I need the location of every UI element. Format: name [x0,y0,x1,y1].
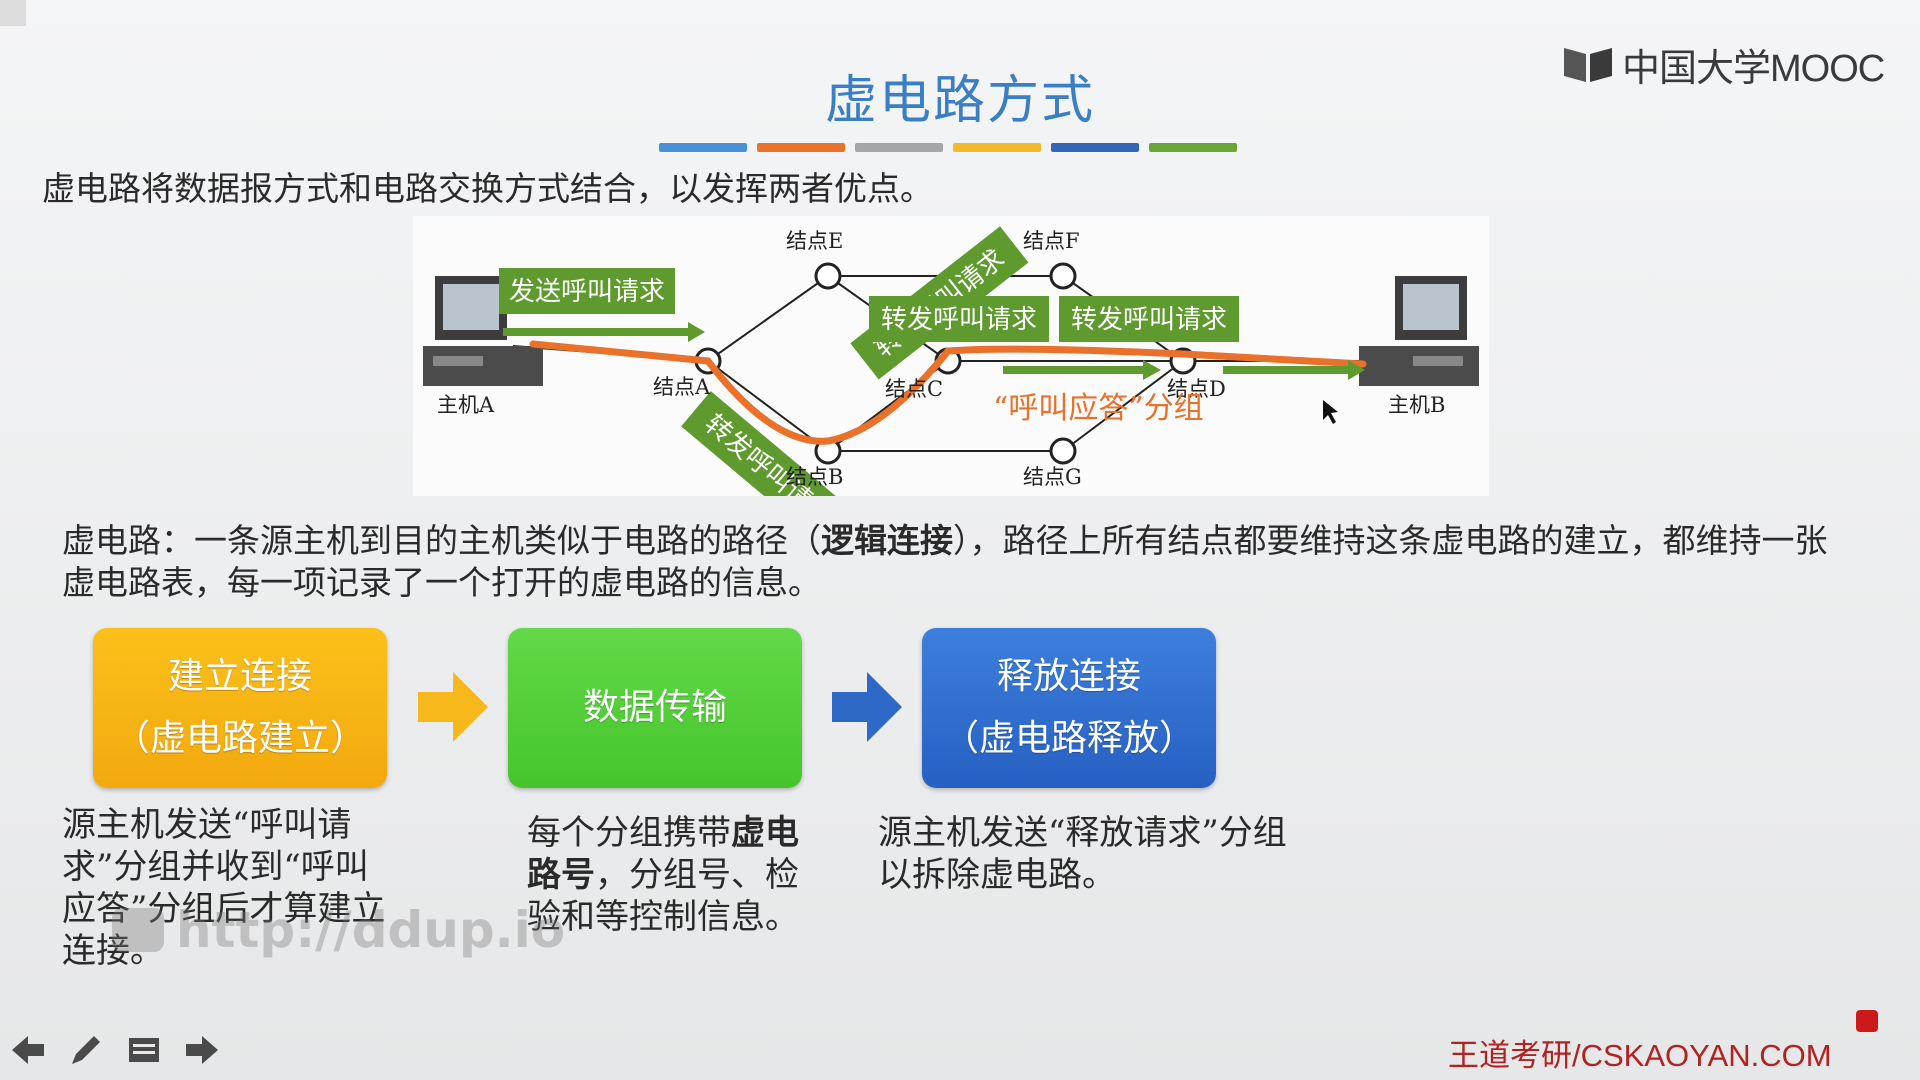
watermark: http://ddup.io [108,900,565,960]
menu-icon[interactable] [126,1032,162,1068]
color-segment [757,143,845,152]
step-title: 数据传输 [582,687,727,728]
arrow-left-icon[interactable] [10,1032,46,1068]
host-a-computer-icon [423,276,543,386]
node-e [814,262,842,290]
host-b-computer-icon [1359,276,1479,386]
color-segment [1149,143,1237,152]
slide-toolbar [10,1032,220,1068]
direction-arrows [503,322,1365,380]
virtual-circuit-path [529,340,1367,445]
node-a-label: 结点A [653,375,711,399]
record-indicator-icon [1856,1010,1878,1032]
step-establish-connection: 建立连接 （虚电路建立） [93,628,387,788]
mooc-logo: 中国大学MOOC [1560,40,1885,90]
node-f [1049,262,1077,290]
corner-indicator [0,0,26,26]
node-e-label: 结点E [786,229,843,253]
host-a-label: 主机A [437,393,495,417]
def-bold-term: 逻辑连接 [821,521,953,560]
watermark-logo-icon [112,908,164,952]
step-title: 释放连接 [996,656,1141,697]
host-b-label: 主机B [1388,393,1445,417]
node-g-label: 结点G [1023,465,1082,489]
node-f-label: 结点F [1023,229,1080,253]
watermark-text: http://ddup.io [176,901,566,959]
pen-icon[interactable] [68,1032,104,1068]
step-subtitle: （虚电路释放） [942,718,1195,759]
color-segment [953,143,1041,152]
label-text: 转发呼叫请求 [881,305,1037,335]
def-suffix: ），路径上所有结点都要维持这条虚电路的建立，都维持一张虚电路表，每一项记录了一个… [62,521,1828,602]
footer-brand: 王道考研/CSKAOYAN.COM [1448,1038,1832,1073]
node-b-label: 结点B [786,465,843,489]
arrow-right-icon [418,672,488,742]
arrow-right-icon[interactable] [184,1032,220,1068]
color-segment [1051,143,1139,152]
step-title: 建立连接 [167,656,312,697]
step-release-connection: 释放连接 （虚电路释放） [922,628,1216,788]
label-text: 发送呼叫请求 [509,277,665,307]
slide-title: 虚电路方式 [824,71,1095,131]
intro-text: 虚电路将数据报方式和电路交换方式结合，以发挥两者优点。 [42,169,933,208]
title-color-bar [659,143,1237,152]
step3-description: 源主机发送“释放请求”分组以拆除虚电路。 [878,813,1287,895]
arrow-right-icon [832,672,902,742]
reply-label: “呼叫应答”分组 [993,391,1204,426]
label-forward-4: 转发呼叫请求 [1059,296,1239,342]
label-text: 转发呼叫请求 [1071,305,1227,335]
mouse-cursor-icon [1323,400,1338,424]
book-logo-icon [1564,48,1612,82]
desc-suffix: ，分组号、检验和等控制信息。 [527,855,799,937]
step-subtitle: （虚电路建立） [113,718,366,759]
node-c-label: 结点C [885,377,943,401]
def-prefix: 虚电路：一条源主机到目的主机类似于电路的路径（ [62,521,821,560]
label-forward-3: 转发呼叫请求 [869,296,1049,342]
node-g [1049,437,1077,465]
step1-description: 源主机发送“呼叫请求”分组并收到“呼叫应答”分组后才算建立连接。 [62,805,386,971]
logo-text: 中国大学MOOC [1622,47,1885,90]
virtual-circuit-diagram: 发送呼叫请求 转发呼叫请求 转发呼叫请求 转发呼叫请求 转发呼叫请求 主机A 主… [413,216,1489,549]
desc-prefix: 每个分组携带 [527,813,731,853]
desc-bold-term: 虚电路号 [527,813,799,895]
node-d-label: 结点D [1167,377,1226,401]
step-data-transfer: 数据传输 [508,628,802,788]
label-send-request: 发送呼叫请求 [499,268,675,314]
virtual-circuit-definition: 虚电路：一条源主机到目的主机类似于电路的路径（逻辑连接），路径上所有结点都要维持… [62,520,1842,604]
network-nodes [694,262,1197,465]
step2-description: 每个分组携带虚电路号，分组号、检验和等控制信息。 [527,812,827,938]
color-segment [659,143,747,152]
color-segment [855,143,943,152]
